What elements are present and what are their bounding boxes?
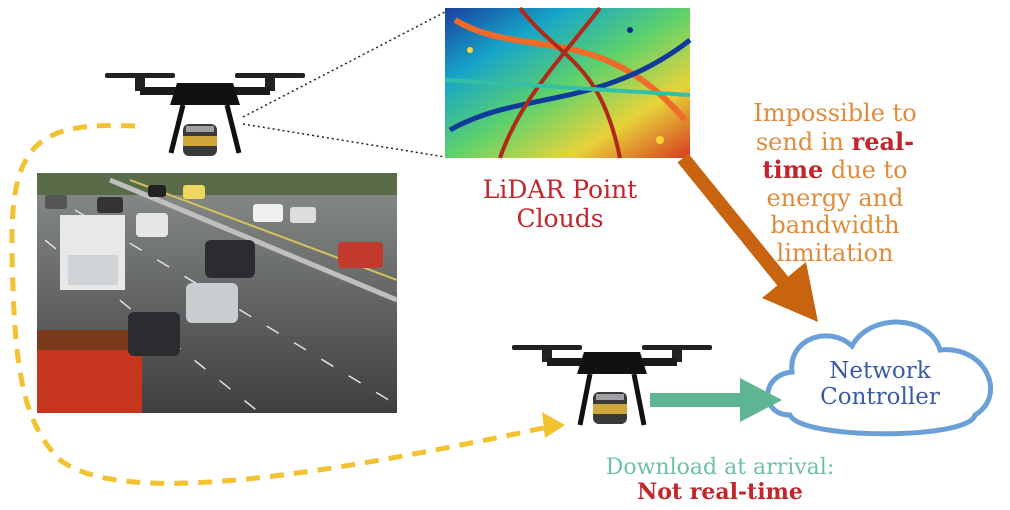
download-label: Download at arrival: Not real-time	[570, 455, 870, 506]
drone-icon	[512, 345, 712, 426]
flight-path-arrowhead	[542, 412, 565, 438]
drone-icon	[105, 73, 305, 154]
flight-path-dashed	[9, 123, 549, 486]
projection-line-bottom	[242, 123, 446, 158]
realtime-limitation-label: Impossible to send in real-time due to e…	[735, 99, 935, 268]
projection-line-top	[242, 11, 446, 118]
cloud-icon	[765, 319, 994, 437]
realtime-arrow	[677, 153, 818, 322]
highway-photo	[37, 173, 398, 414]
realtime-bold: real-time	[762, 126, 915, 185]
download-text: Download at arrival:	[605, 455, 835, 480]
lidar-label: LiDAR Point Clouds	[482, 175, 638, 233]
lidar-sensor-icon	[593, 392, 627, 424]
realtime-limitation-pre: Impossible to send in	[753, 99, 917, 156]
point-cloud-image	[444, 6, 692, 159]
lidar-sensor-icon	[183, 124, 217, 156]
not-realtime-text: Not real-time	[637, 479, 803, 506]
network-controller-label: Network Controller	[820, 358, 940, 411]
realtime-limitation-post: due to energy and bandwidth limitation	[766, 156, 908, 267]
download-arrow	[650, 378, 782, 422]
